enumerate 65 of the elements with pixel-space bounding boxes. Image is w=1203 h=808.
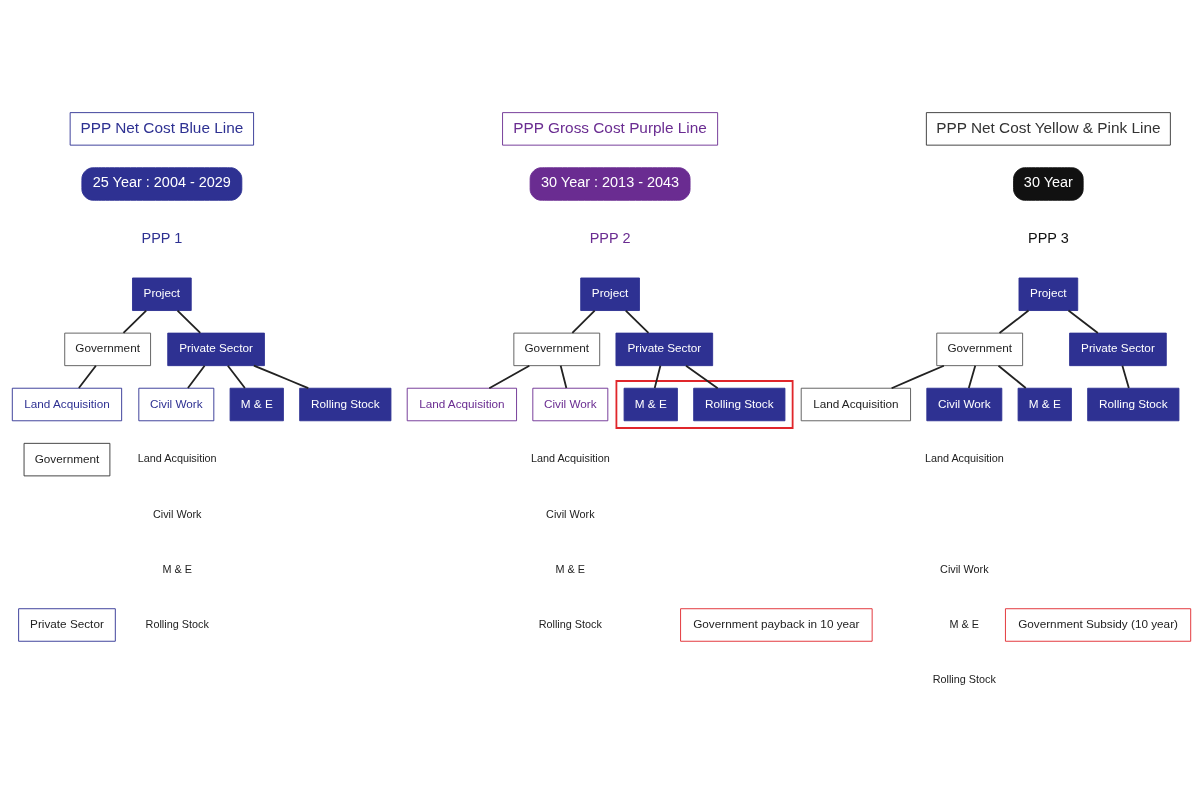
node-box: PPP Net Cost Yellow & Pink Line <box>925 111 1171 146</box>
node-box: Government <box>23 442 111 476</box>
label: Rolling Stock <box>538 617 602 630</box>
connector <box>997 364 1027 389</box>
node-box: 25 Year : 2004 - 2029 <box>81 166 243 201</box>
connector <box>571 309 596 334</box>
label: Rolling Stock <box>145 617 209 630</box>
connector <box>890 364 945 389</box>
label: M & E <box>555 562 586 575</box>
node-box: Civil Work <box>926 387 1003 421</box>
node-box: Rolling Stock <box>1087 387 1180 421</box>
connector <box>998 309 1030 334</box>
label: Civil Work <box>940 562 989 575</box>
connector <box>252 364 310 389</box>
node-box: Private Sector <box>1069 332 1167 366</box>
node-box: M & E <box>229 387 284 421</box>
connector <box>559 364 568 389</box>
label: Civil Work <box>152 507 202 520</box>
cluster <box>615 379 794 429</box>
connector <box>624 309 650 334</box>
node-box: Project <box>580 277 640 311</box>
label: PPP 1 <box>141 229 183 246</box>
node-box: Rolling Stock <box>693 387 786 421</box>
connector <box>1121 364 1130 389</box>
connector <box>226 364 246 389</box>
connector <box>187 364 206 389</box>
node-box: 30 Year <box>1013 166 1084 201</box>
node-box: Government payback in 10 year <box>680 607 873 642</box>
node-box: Government <box>936 332 1024 366</box>
connector <box>488 364 531 389</box>
label: Civil Work <box>546 507 595 520</box>
node-box: Project <box>1018 277 1079 311</box>
node-box: Land Acquisition <box>406 387 517 421</box>
node-box: Rolling Stock <box>299 387 392 421</box>
node-box: PPP Net Cost Blue Line <box>69 111 255 146</box>
label: PPP 2 <box>589 229 631 246</box>
node-box: PPP Gross Cost Purple Line <box>502 111 719 146</box>
node-box: M & E <box>1017 387 1072 421</box>
label: Rolling Stock <box>932 672 996 685</box>
label: Land Acquisition <box>530 451 610 464</box>
node-box: 30 Year : 2013 - 2043 <box>529 166 691 201</box>
label: PPP 3 <box>1028 229 1069 246</box>
label: M & E <box>162 562 192 575</box>
label: M & E <box>949 617 980 630</box>
node-box: Private Sector <box>18 607 116 642</box>
label: Land Acquisition <box>137 451 217 464</box>
connector <box>685 364 719 389</box>
node-box: Private Sector <box>167 332 265 366</box>
connector <box>176 309 202 334</box>
connector <box>967 364 977 389</box>
label: Land Acquisition <box>924 451 1004 464</box>
node-box: Government Subsidy (10 year) <box>1005 607 1192 642</box>
node-box: Land Acquisition <box>800 387 911 421</box>
node-box: Government <box>513 332 601 366</box>
connector <box>77 364 97 389</box>
node-box: M & E <box>623 387 678 421</box>
node-box: Private Sector <box>615 332 714 366</box>
node-box: Civil Work <box>532 387 609 421</box>
node-box: Land Acquisition <box>11 387 123 421</box>
connector <box>653 364 662 389</box>
node-box: Government <box>64 332 151 366</box>
node-box: Project <box>132 277 192 311</box>
node-box: Civil Work <box>138 387 215 421</box>
connector <box>122 309 148 334</box>
connector <box>1067 309 1099 334</box>
